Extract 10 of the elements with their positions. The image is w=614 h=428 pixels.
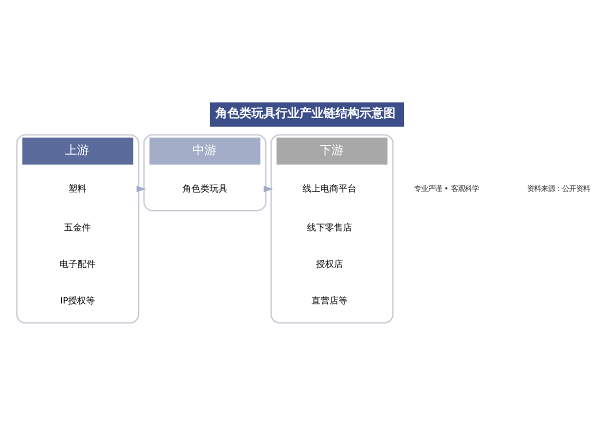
node-text: 授权店 bbox=[316, 260, 343, 270]
diagram-title: 角色类玩具行业产业链结构示意图 bbox=[216, 106, 396, 120]
node-text: 角色类玩具 bbox=[182, 184, 228, 194]
node-text: IP授权等 bbox=[60, 296, 96, 307]
node-text: 线下零售店 bbox=[306, 224, 352, 234]
node-text: 线上电商平台 bbox=[302, 184, 356, 194]
node-text: 电子配件 bbox=[60, 260, 96, 270]
node-text: 五金件 bbox=[64, 224, 92, 234]
node-text: 塑料 bbox=[68, 184, 87, 194]
node-text: 直营店等 bbox=[311, 296, 348, 307]
